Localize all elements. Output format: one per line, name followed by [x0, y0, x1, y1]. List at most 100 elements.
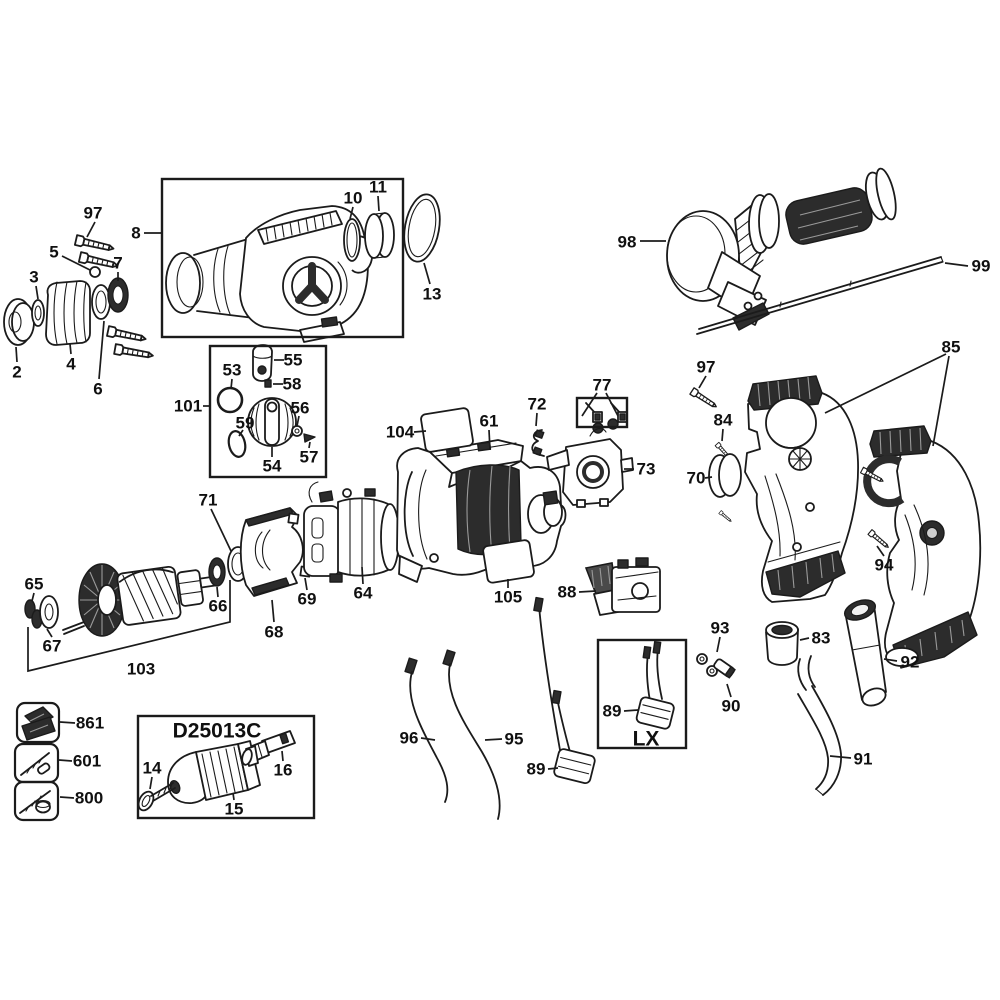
- part-label-69: 69: [298, 590, 317, 609]
- part-label-92: 92: [901, 653, 920, 672]
- leader-16: [281, 750, 284, 762]
- part-label-72: 72: [528, 395, 547, 414]
- screw-small-84b: [718, 510, 733, 524]
- part-label-D25013C: D25013C: [173, 720, 262, 743]
- leader-72: [535, 412, 538, 427]
- leader-84: [721, 428, 724, 442]
- part-label-88: 88: [558, 583, 577, 602]
- part-label-8: 8: [131, 224, 140, 243]
- part-label-99: 99: [972, 257, 991, 276]
- carbon-brush-group-box: [575, 396, 629, 429]
- leader-3: [35, 285, 39, 300]
- dial-part-54: [247, 397, 297, 447]
- part-label-4: 4: [66, 355, 76, 374]
- part-label-73: 73: [637, 460, 656, 479]
- housing-half-left-part-85: [744, 375, 859, 603]
- cord-guard-part-89: [533, 596, 596, 785]
- leader-92: [883, 658, 898, 662]
- part-label-LX: LX: [633, 728, 660, 751]
- leader-69: [304, 577, 308, 591]
- seal-part-7: [107, 277, 129, 313]
- nuts-part-93-90: [696, 653, 736, 679]
- bellows-part-4: [45, 280, 91, 346]
- part-label-95: 95: [505, 730, 524, 749]
- leader-88: [578, 590, 597, 593]
- leader-59: [238, 429, 244, 437]
- cylinder-part-55: [252, 344, 273, 382]
- part-label-59: 59: [236, 414, 255, 433]
- leader-77: [605, 392, 619, 417]
- wire-part-95: [442, 649, 501, 820]
- kit-box-icon-861: [21, 706, 56, 741]
- clip-part-72: [531, 429, 545, 457]
- sleeve-part-83: [765, 621, 799, 666]
- part-label-97: 97: [84, 204, 103, 223]
- wire-part-96: [404, 657, 449, 803]
- part-label-56: 56: [291, 399, 310, 418]
- part-label-66: 66: [209, 597, 228, 616]
- leader-66: [216, 586, 219, 598]
- bearing-part-66: [208, 557, 226, 587]
- part-label-85: 85: [942, 338, 961, 357]
- chuck-kit-box: [136, 714, 316, 820]
- screw-part-94: [867, 529, 891, 551]
- oring-part-5: [89, 266, 101, 278]
- armature-part-103: [62, 563, 217, 637]
- leader-13: [423, 262, 431, 285]
- part-label-89: 89: [603, 702, 622, 721]
- part-label-68: 68: [265, 623, 284, 642]
- gear-housing-part-8: [165, 205, 374, 343]
- part-label-10: 10: [344, 189, 363, 208]
- part-label-89: 89: [527, 760, 546, 779]
- leader-91: [829, 755, 852, 759]
- oring-part-13: [403, 193, 441, 263]
- part-label-2: 2: [12, 363, 21, 382]
- part-label-15: 15: [225, 800, 244, 819]
- leader-90: [726, 683, 732, 698]
- bracket-103: [27, 580, 231, 673]
- icon-box-861: [15, 701, 61, 744]
- part-label-96: 96: [400, 729, 419, 748]
- power-cord-part-91: [797, 655, 842, 796]
- part-label-58: 58: [283, 375, 302, 394]
- ring-part-6: [91, 284, 111, 320]
- part-label-104: 104: [386, 423, 415, 442]
- leader-71: [210, 508, 232, 552]
- leader-57: [308, 441, 311, 449]
- part-label-5: 5: [49, 243, 58, 262]
- leader-68: [271, 599, 275, 623]
- part-label-61: 61: [480, 412, 499, 431]
- housing-half-right-part-85: [863, 425, 982, 669]
- part-label-90: 90: [722, 697, 741, 716]
- icon-box-800: [13, 780, 60, 822]
- cord-protector-part-92: [843, 599, 887, 707]
- ring-part-70: [708, 453, 742, 498]
- side-handle-part-98: [666, 167, 897, 331]
- gear-housing-group-box: [160, 177, 405, 339]
- leader-67: [46, 628, 53, 638]
- leader-4: [69, 343, 72, 355]
- leader-800: [59, 796, 75, 799]
- leader-77: [581, 392, 598, 417]
- leader-2: [15, 346, 18, 363]
- part-label-105: 105: [494, 588, 522, 607]
- leader-65: [31, 592, 35, 602]
- adapter-part-16: [241, 730, 296, 767]
- leader-95: [484, 738, 503, 741]
- leader-93: [716, 636, 721, 653]
- depth-rod-part-99: [696, 256, 944, 335]
- field-part-64: [303, 481, 400, 583]
- part-label-97: 97: [697, 358, 716, 377]
- leader-70: [704, 476, 713, 479]
- part-label-3: 3: [29, 268, 38, 287]
- leader-861: [59, 721, 76, 724]
- part-label-11: 11: [369, 178, 387, 197]
- part-label-91: 91: [854, 750, 873, 769]
- drill-bit-icon-601: [20, 752, 51, 776]
- label-sticker-part-105: [482, 539, 535, 584]
- leader-11: [377, 195, 380, 212]
- part-label-800: 800: [75, 789, 103, 808]
- leader-53: [230, 378, 233, 390]
- part-label-57: 57: [300, 448, 319, 467]
